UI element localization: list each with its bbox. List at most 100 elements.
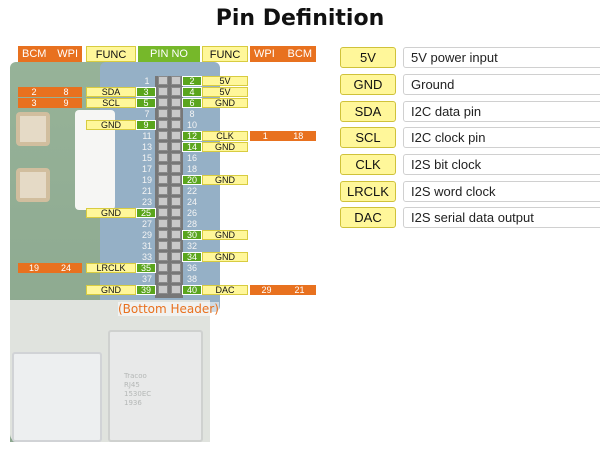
header-pin [158,131,168,140]
header-pin [158,285,168,294]
pin-number-label: 13 [141,142,152,152]
pin-number-label: 29 [141,230,152,240]
page-title: Pin Definition [215,6,385,31]
legend-key: LRCLK [340,181,396,202]
pin35-number: 35 [136,263,156,273]
legend-desc: I2C clock pin [403,127,600,148]
header-pin [158,252,168,261]
header-pin [171,263,181,272]
header-pin [171,164,181,173]
header-pin [158,142,168,151]
legend-key: GND [340,74,396,95]
capacitor-bottom [16,168,50,202]
pin35-wpi: 24 [60,263,71,273]
pin12-wpi-bcm: 1 18 [250,131,316,141]
pin35-func: LRCLK [86,263,136,273]
col-left-func: FUNC [86,46,136,62]
pin-number-label: 17 [141,164,152,174]
legend-desc: Ground [403,74,600,95]
pin-number-label: 21 [141,186,152,196]
pin40-wpi: 29 [261,285,272,295]
header-pin [158,87,168,96]
pin2-func: 5V [202,76,248,86]
header-pin [158,109,168,118]
pin9-number: 9 [136,120,156,130]
header-pin [158,230,168,239]
header-pin [171,142,181,151]
header-pin [158,219,168,228]
bottom-header-label: (Bottom Header) [118,302,219,316]
pin34-number: 34 [182,252,202,262]
pin5-bcm: 3 [31,98,37,108]
pin-number-label: 19 [141,175,152,185]
pin-number-label: 15 [141,153,152,163]
legend-desc: I2C data pin [403,101,600,122]
pin12-wpi: 1 [262,131,268,141]
pin-number-label: 27 [141,219,152,229]
header-pin [158,186,168,195]
pin-number-label: 24 [186,197,197,207]
pin9-func: GND [86,120,136,130]
legend-key: 5V [340,47,396,68]
header-pin [158,120,168,129]
pin12-func: CLK [202,131,248,141]
col-right-wpi-bcm: WPI BCM [250,46,316,62]
pin30-number: 30 [182,230,202,240]
header-pin [158,197,168,206]
header-pin [171,76,181,85]
pin5-func: SCL [86,98,136,108]
pin35-bcm-wpi: 19 24 [18,263,82,273]
pin-number-label: 33 [141,252,152,262]
header-pin [171,230,181,239]
pin4-number: 4 [182,87,202,97]
header-pin [158,164,168,173]
col-left-bcm-wpi: BCM WPI [18,46,82,62]
pin-number-label: 22 [186,186,197,196]
pin5-wpi: 9 [63,98,69,108]
pin30-func: GND [202,230,248,240]
legend-desc: I2S word clock [403,181,600,202]
pin40-wpi-bcm: 29 21 [250,285,316,295]
header-pin [171,208,181,217]
pin40-bcm: 21 [294,285,305,295]
pin35-bcm: 19 [28,263,39,273]
col-right-bcm: BCM [287,48,312,60]
header-pin [158,175,168,184]
header-pin [158,98,168,107]
header-pin [158,153,168,162]
pin39-number: 39 [136,285,156,295]
ethernet-port-print: Tracoo RJ45 1530EC 1936 [124,372,152,407]
header-pin [171,87,181,96]
header-pin [171,252,181,261]
pin6-number: 6 [182,98,202,108]
legend-key: CLK [340,154,396,175]
pin-number-label: 7 [144,109,150,119]
pin-number-label: 8 [189,109,195,119]
pin20-number: 20 [182,175,202,185]
pin40-func: DAC [202,285,248,295]
header-pin [171,98,181,107]
header-pin [171,131,181,140]
pin3-func: SDA [86,87,136,97]
pin-number-label: 37 [141,274,152,284]
header-pin [171,109,181,118]
pin3-bcm: 2 [31,87,37,97]
ethernet-port: Tracoo RJ45 1530EC 1936 [108,330,203,442]
pin3-bcm-wpi: 2 8 [18,87,82,97]
header-pin [158,76,168,85]
pin-number-label: 26 [186,208,197,218]
header-pin [171,197,181,206]
pin12-bcm: 18 [293,131,304,141]
header-pin [171,219,181,228]
pin3-number: 3 [136,87,156,97]
pin25-func: GND [86,208,136,218]
pin5-number: 5 [136,98,156,108]
pin-number-label: 28 [186,219,197,229]
pin-number-label: 23 [141,197,152,207]
pin4-func: 5V [202,87,248,97]
header-pin [158,208,168,217]
pin-number-label: 38 [186,274,197,284]
pin14-func: GND [202,142,248,152]
pin3-wpi: 8 [63,87,69,97]
pin2-number: 2 [182,76,202,86]
